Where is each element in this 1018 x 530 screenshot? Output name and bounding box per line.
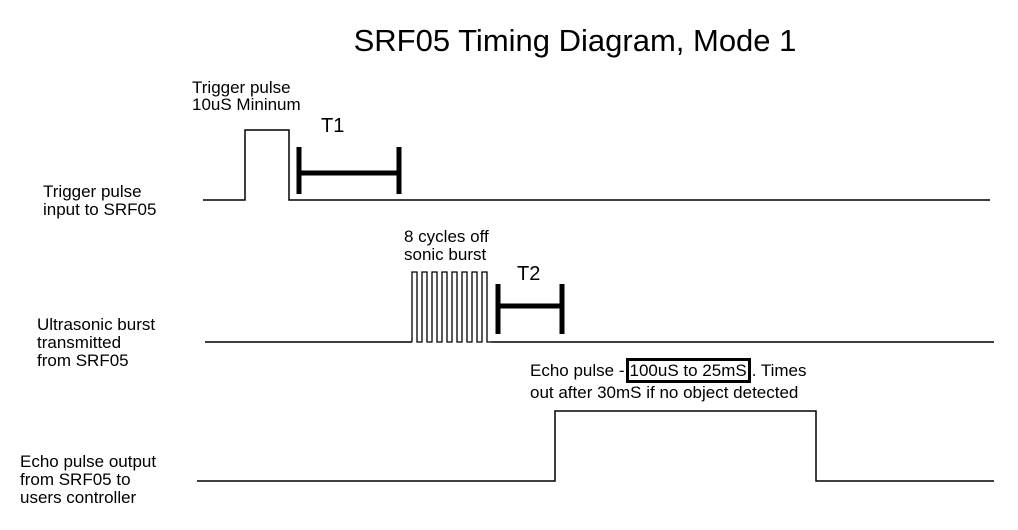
burst-signal-label-line3: from SRF05 [37, 351, 129, 370]
t2-timing-bar [495, 284, 565, 334]
echo-signal-label-line1: Echo pulse output [20, 452, 157, 471]
echo-note-line1: Echo pulse -100uS to 25mS. Times [530, 358, 807, 383]
echo-signal-label-line3: users controller [20, 488, 137, 507]
burst-note-line1: 8 cycles off [404, 227, 489, 246]
echo-note-prefix: Echo pulse - [530, 361, 625, 380]
echo-signal-label-line2: from SRF05 to [20, 470, 131, 489]
t1-label: T1 [321, 115, 345, 137]
echo-note-line2: out after 30mS if no object detected [530, 383, 799, 402]
burst-note-line2: sonic burst [404, 245, 487, 264]
ultrasonic-burst-cycles [411, 271, 491, 343]
diagram-title: SRF05 Timing Diagram, Mode 1 [353, 23, 797, 58]
trigger-signal-label-line1: Trigger pulse [43, 182, 142, 201]
trigger-signal-label-line2: input to SRF05 [43, 200, 157, 219]
burst-signal-label-line2: transmitted [37, 333, 122, 352]
echo-note-suffix: . Times [751, 361, 807, 380]
t2-label: T2 [517, 263, 541, 285]
trigger-pulse-note-line2: 10uS Mininum [192, 95, 301, 114]
burst-signal-label-line1: Ultrasonic burst [37, 315, 156, 334]
trigger-waveform [203, 129, 990, 201]
echo-waveform [197, 410, 994, 482]
echo-range-highlight: 100uS to 25mS [625, 358, 751, 383]
trigger-pulse-note-line1: Trigger pulse [192, 78, 291, 97]
t1-timing-bar [296, 147, 402, 194]
